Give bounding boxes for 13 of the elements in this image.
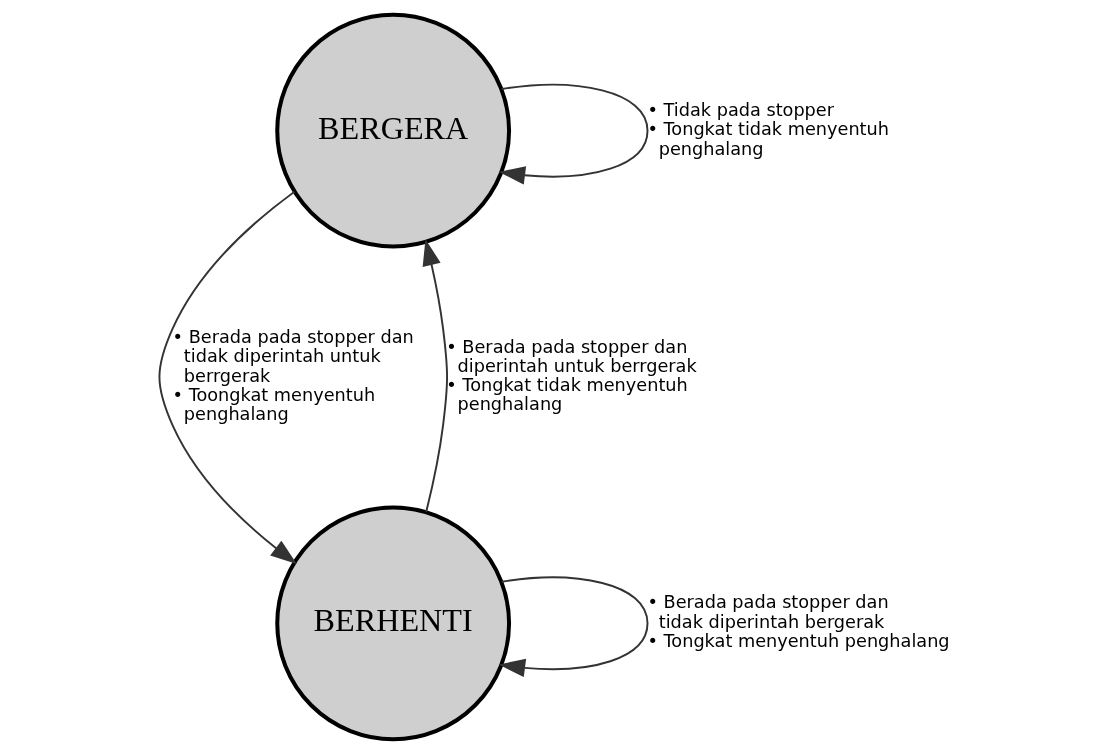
edge-label: • Tongkat tidak menyentuh penghalang [445, 375, 688, 415]
edge-label: • Berada pada stopper dan diperintah untuk berrgerak [445, 336, 697, 376]
arrow [498, 576, 648, 678]
arrow [422, 239, 448, 513]
node-circle: BERHENTI [274, 505, 511, 742]
edge-label: • Tongkat menyentuh penghalang [647, 631, 950, 652]
arrow [157, 190, 297, 565]
edge-label: • Berada pada stopper dan tidak diperintah untuk berrgerak [172, 326, 414, 386]
arrow [498, 83, 648, 185]
edge-label: • Tongkat tidak menyentuh penghalang [647, 119, 889, 159]
edge-label: • Tidak pada stopper [647, 99, 834, 120]
edge-label: • Berada pada stopper dan tidak diperintah bergerak [647, 592, 889, 632]
node-circle: BERGERA [274, 12, 511, 249]
